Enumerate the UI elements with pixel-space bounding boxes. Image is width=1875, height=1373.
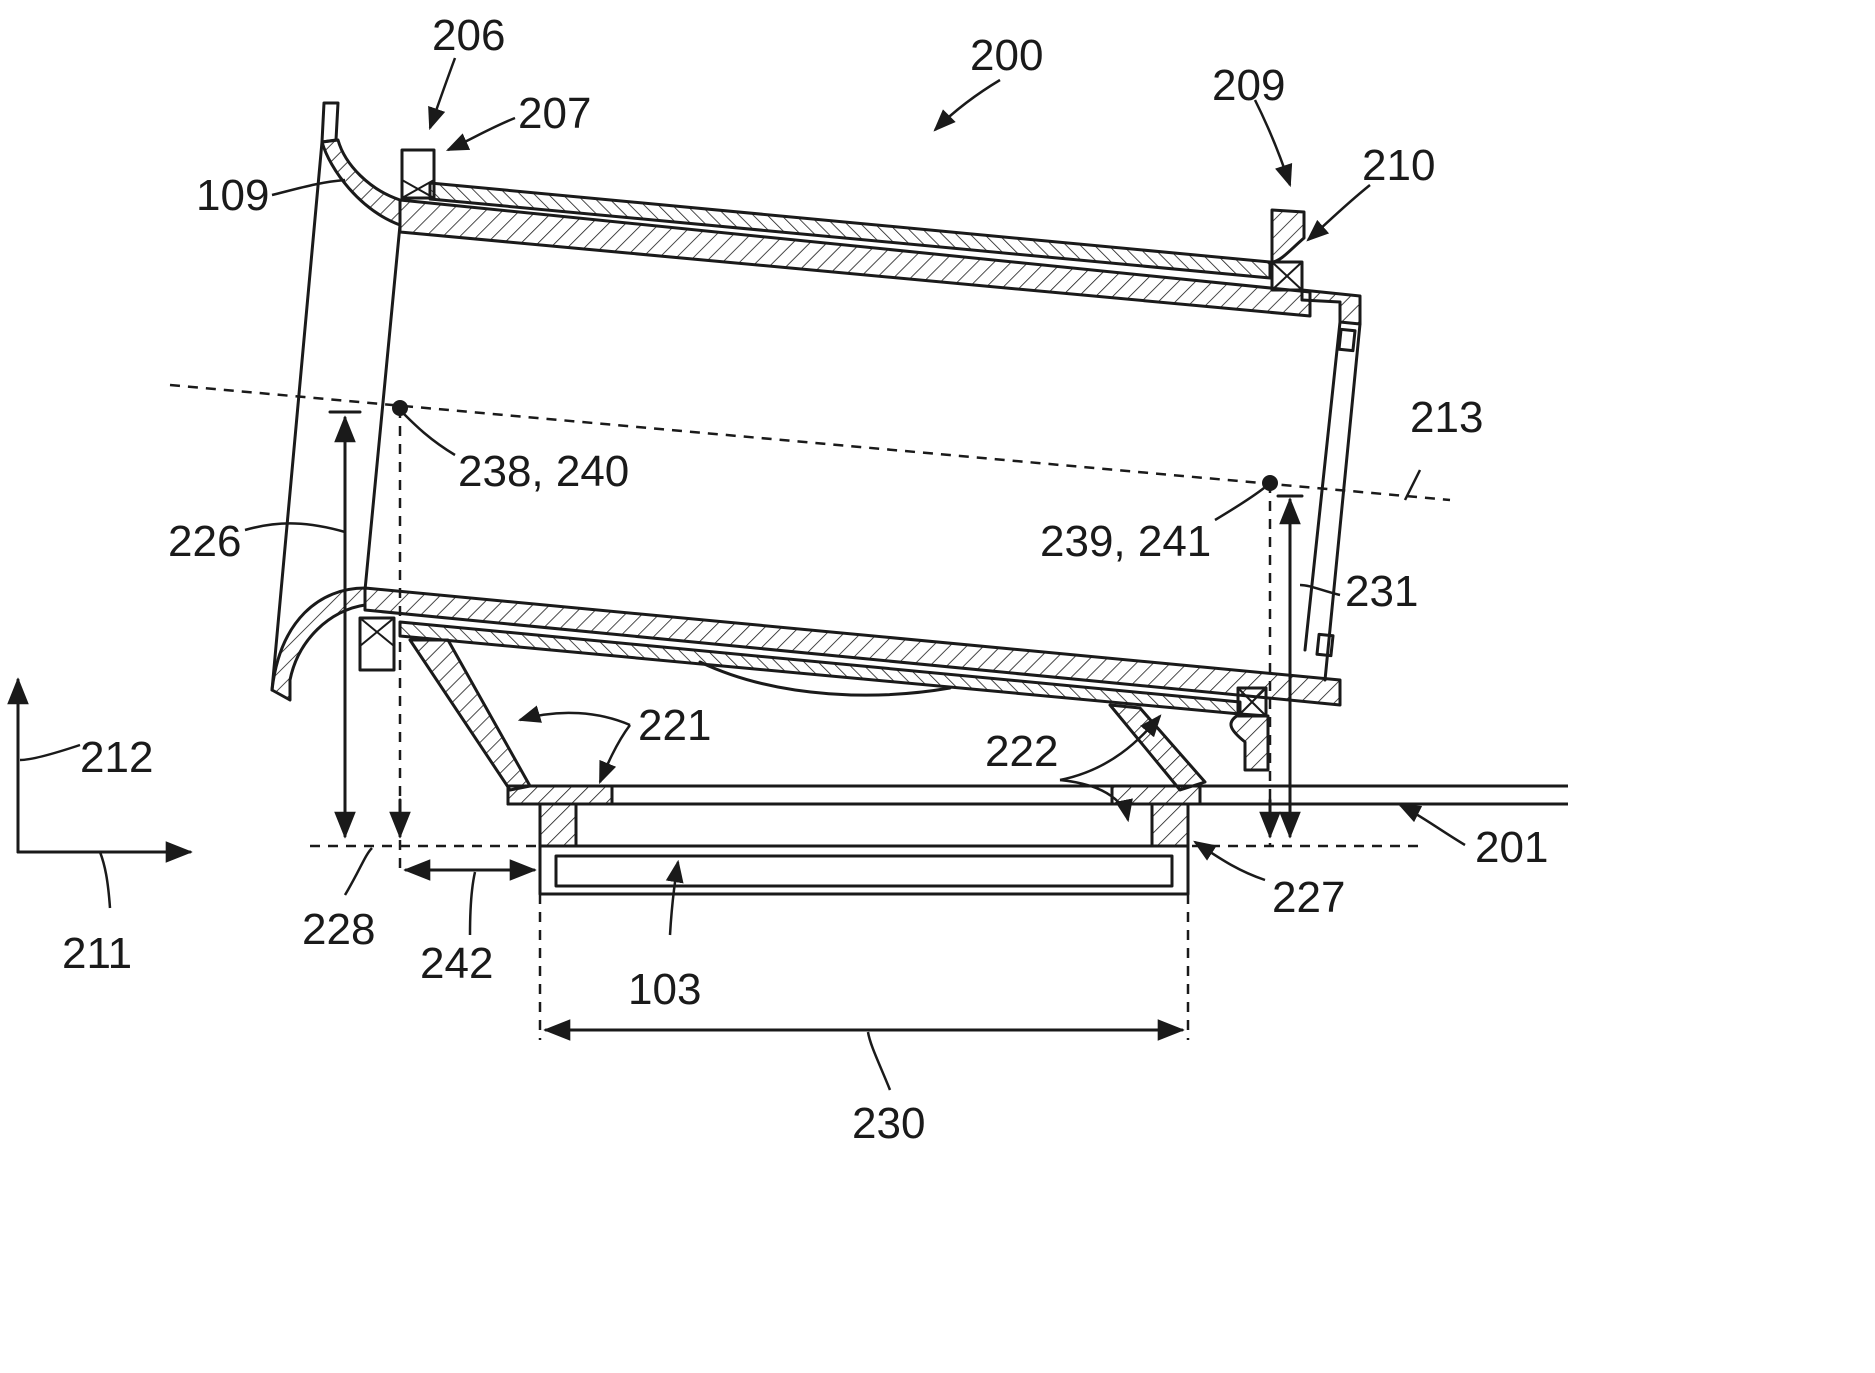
seal-block-210 [1270,260,1304,292]
label-231: 231 [1345,567,1418,616]
label-242: 242 [420,939,493,988]
patent-figure: 200 206 207 209 210 109 213 238, 240 239… [7,11,1568,1148]
label-109: 109 [196,171,269,220]
leader-lines [19,57,1466,1091]
label-213: 213 [1410,393,1483,442]
label-200: 200 [970,31,1043,80]
drawing-canvas: 200 206 207 209 210 109 213 238, 240 239… [7,11,1568,1148]
fan-housing-103 [538,802,1190,896]
label-103: 103 [628,965,701,1014]
label-238-240: 238, 240 [458,447,629,496]
outlet-bracket [1229,712,1270,772]
outlet-plane-outer [1323,322,1362,682]
lower-wall-hatched [363,586,1342,707]
label-207: 207 [518,89,591,138]
label-227: 227 [1272,873,1345,922]
inlet-plane-226 [363,223,402,592]
label-211: 211 [62,929,132,978]
outlet-plane-231 [1303,320,1342,652]
inlet-plane-outer [270,140,324,692]
inlet-flange-top [320,101,340,144]
upper-wall-hatched [398,198,1312,318]
sag-curve [698,660,952,697]
seal-block-lower-left [358,616,396,672]
seal-block-206 [400,148,436,200]
label-209: 209 [1212,61,1285,110]
central-axis-213 [169,383,1451,502]
fan-body [538,844,1190,896]
bell-mouth-lower [270,586,367,702]
reference-labels: 200 206 207 209 210 109 213 238, 240 239… [62,11,1548,1148]
label-221: 221 [638,701,711,750]
label-222: 222 [985,727,1058,776]
label-226: 226 [168,517,241,566]
tube-upper-wall [320,101,1362,326]
label-201: 201 [1475,823,1548,872]
label-212: 212 [80,733,153,782]
label-206: 206 [432,11,505,60]
mounting-plate-201 [506,784,1568,806]
label-239-241: 239, 241 [1040,517,1211,566]
strut-222 [1108,703,1207,792]
label-230: 230 [852,1099,925,1148]
upper-outer-shell [428,181,1272,280]
strut-221 [408,638,532,792]
seal-bracket-209 [1270,208,1306,264]
axis-indicator [7,677,193,863]
label-210: 210 [1362,141,1435,190]
label-228: 228 [302,905,375,954]
tube-lower-wall [270,586,1342,772]
